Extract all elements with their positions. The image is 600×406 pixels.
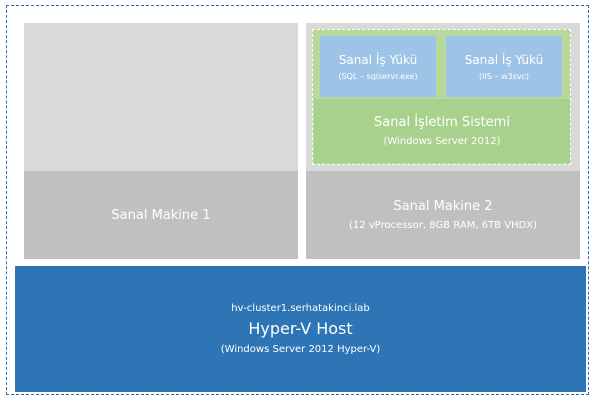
- workload-iis: Sanal İş Yükü (IIS – w3svc): [446, 36, 562, 97]
- vm1-title: Sanal Makine 1: [111, 207, 211, 223]
- host-hostname: hv-cluster1.serhatakinci.lab: [231, 303, 370, 314]
- hyper-v-host: hv-cluster1.serhatakinci.lab Hyper-V Hos…: [15, 266, 586, 392]
- virtual-machine-1: Sanal Makine 1: [23, 22, 299, 260]
- virtual-os-title: Sanal İşletim Sistemi: [374, 115, 510, 130]
- vm1-content-area: [24, 23, 298, 171]
- workload-sql-subtitle: (SQL – sqlservr.exe): [338, 71, 418, 81]
- host-title: Hyper-V Host: [248, 319, 353, 338]
- vm1-label-area: Sanal Makine 1: [24, 171, 298, 259]
- vm2-specs: (12 vProcessor, 8GB RAM, 6TB VHDX): [348, 220, 538, 231]
- virtual-os-subtitle: (Windows Server 2012): [383, 136, 501, 147]
- hyper-v-host-boundary: [6, 5, 589, 395]
- virtual-os-label-area: Sanal İşletim Sistemi (Windows Server 20…: [314, 99, 570, 163]
- vm2-label-area: Sanal Makine 2 (12 vProcessor, 8GB RAM, …: [306, 171, 580, 259]
- workload-sql: Sanal İş Yükü (SQL – sqlservr.exe): [320, 36, 436, 97]
- vm2-title: Sanal Makine 2: [393, 199, 493, 214]
- workload-sql-title: Sanal İş Yükü: [338, 52, 418, 67]
- workload-iis-title: Sanal İş Yükü: [464, 52, 544, 67]
- host-subtitle: (Windows Server 2012 Hyper-V): [220, 344, 381, 355]
- workload-iis-subtitle: (IIS – w3svc): [478, 71, 530, 81]
